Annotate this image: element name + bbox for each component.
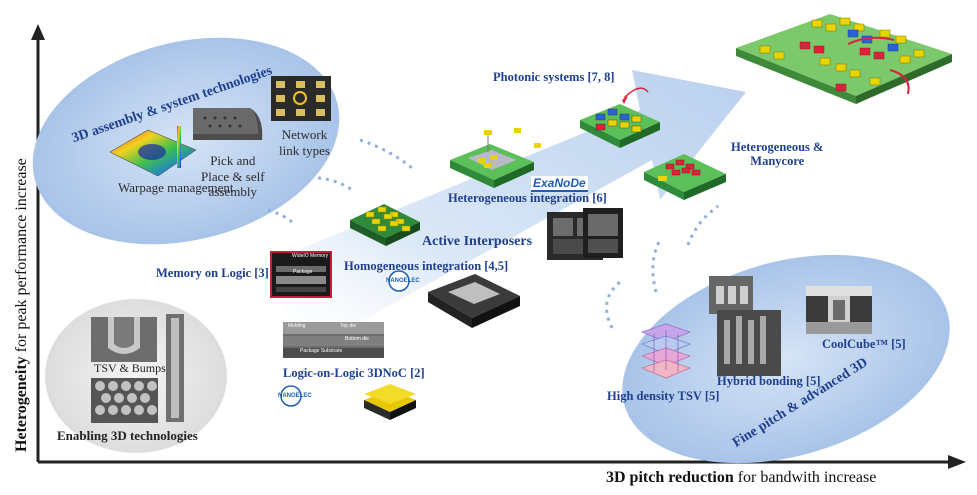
memory-on-logic-image bbox=[270, 251, 332, 298]
nanoelec-logo-1: NANOELEC bbox=[386, 278, 420, 284]
homogeneous-package-image bbox=[428, 274, 520, 328]
logic-on-logic-label: Logic-on-Logic 3DNoC [2] bbox=[283, 366, 425, 380]
y-axis-title-rest: for peak performance increase bbox=[13, 158, 30, 357]
high-density-tsv-label: High density TSV [5] bbox=[607, 389, 720, 403]
bottom-die-label: Bottom die bbox=[345, 336, 369, 342]
molding-label: Molding bbox=[288, 323, 306, 329]
x-axis-title-rest: for bandwith increase bbox=[733, 469, 877, 486]
wafer-image bbox=[193, 108, 263, 140]
exanode-dies-image bbox=[547, 208, 623, 260]
wideio-label: WideIO Memory bbox=[292, 253, 329, 259]
hybrid-bonding-image bbox=[709, 276, 781, 376]
high-density-tsv-image bbox=[641, 323, 691, 379]
hetero-integration-label: Heterogeneous integration [6] bbox=[448, 191, 607, 205]
photonic-label: Photonic systems [7, 8] bbox=[493, 70, 615, 84]
assembly-ellipse bbox=[32, 37, 340, 245]
package-label: Package bbox=[293, 269, 313, 275]
exanode-logo: ExaNoDe bbox=[531, 176, 588, 192]
dotted-connectors bbox=[267, 138, 719, 329]
network-link-image bbox=[271, 76, 331, 121]
hybrid-bonding-label: Hybrid bonding [5] bbox=[717, 374, 821, 388]
nanoelec-badge-1 bbox=[388, 270, 410, 292]
warpage-label: Warpage management bbox=[118, 180, 234, 195]
active-interposers-label: Active Interposers bbox=[422, 234, 533, 249]
homogeneous-label: Homogeneous integration [4,5] bbox=[344, 259, 509, 273]
y-axis-title-bold: Heterogeneity bbox=[13, 356, 30, 452]
x-axis-title: 3D pitch reduction for bandwith increase bbox=[606, 469, 876, 487]
photonic-chip-image bbox=[580, 87, 660, 148]
stacked-chip-image bbox=[364, 384, 416, 420]
x-axis-title-bold: 3D pitch reduction bbox=[606, 469, 734, 486]
warpage-map-image bbox=[109, 126, 197, 177]
y-axis-arrowhead bbox=[31, 24, 45, 40]
nanoelec-logo-2: NANOELEC bbox=[278, 393, 312, 399]
heterogeneous-manycore-label: Heterogeneous &Manycore bbox=[731, 140, 824, 169]
coolcube-label: CoolCube™ [5] bbox=[822, 337, 906, 351]
y-axis-title: Heterogeneity for peak performance incre… bbox=[13, 158, 31, 452]
package-substrate-label: Package Substrate bbox=[300, 348, 343, 354]
system-board-image bbox=[736, 14, 952, 104]
active-interposer-chip-image bbox=[350, 204, 420, 246]
enabling-title: Enabling 3D technologies bbox=[57, 428, 198, 443]
nanoelec-badge-2 bbox=[280, 385, 302, 407]
manycore-chip-image bbox=[644, 154, 726, 200]
top-die-label: Top die bbox=[340, 323, 357, 329]
x-axis-arrowhead bbox=[948, 455, 966, 469]
tsv-image bbox=[91, 314, 184, 423]
coolcube-image bbox=[806, 286, 872, 334]
heterogeneous-integration-chip-image bbox=[450, 128, 541, 188]
memory-on-logic-label: Memory on Logic [3] bbox=[156, 266, 269, 280]
logic-on-logic-image bbox=[283, 322, 384, 358]
tsv-bumps-label: TSV & Bumps bbox=[94, 361, 166, 375]
